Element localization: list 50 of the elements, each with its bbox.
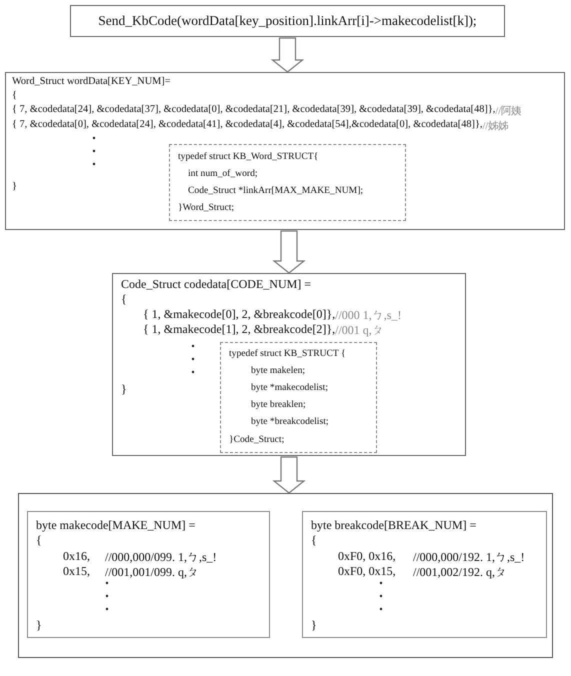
code-line: { 1, &makecode[0], 2, &breakcode[0]},	[143, 307, 336, 323]
code-line: }	[311, 618, 317, 633]
code-line: byte *breakcodelist;	[251, 416, 329, 427]
code-line: {	[311, 533, 317, 548]
code-line: Code_Struct *linkArr[MAX_MAKE_NUM];	[188, 185, 364, 196]
code-comment: //姊姊	[482, 120, 508, 133]
code-line: {	[12, 90, 17, 101]
code-line: }	[12, 181, 17, 192]
code-line: }	[36, 618, 42, 633]
code-line: int num_of_word;	[188, 168, 258, 179]
code-comment: //001 q,ㄆ	[335, 322, 384, 339]
block-arrow	[272, 456, 306, 494]
code-comment: //阿姨	[495, 104, 522, 118]
code-line: 0xF0, 0x16,	[338, 549, 396, 564]
struct-definition-box	[169, 144, 406, 221]
code-line: }	[121, 382, 127, 397]
code-line: 0x16,	[63, 549, 90, 564]
code-box	[27, 511, 270, 638]
struct-definition-box	[220, 342, 377, 453]
box-frame	[18, 493, 553, 658]
code-line: typedef struct KB_STRUCT {	[229, 348, 346, 359]
code-line: typedef struct KB_Word_STRUCT{	[178, 151, 318, 162]
block-arrow	[270, 37, 304, 73]
code-line: }Code_Struct;	[229, 434, 284, 445]
code-line: //000,000/099. 1,ㄅ,s_!	[105, 549, 217, 566]
code-box	[5, 72, 565, 230]
code-line: //001,002/192. q,ㄆ	[413, 564, 508, 581]
code-line: {	[36, 533, 42, 548]
code-line: Code_Struct codedata[CODE_NUM] =	[121, 277, 312, 292]
code-line: byte breaklen;	[251, 399, 306, 410]
code-line: Send_KbCode(wordData[key_position].linkArr[i]->makecodelist[k]);	[98, 13, 477, 29]
code-box	[70, 5, 505, 37]
code-line: }Word_Struct;	[178, 202, 234, 213]
code-box	[112, 273, 466, 456]
code-line: { 7, &codedata[24], &codedata[37], &codedata[0], &codedata[21], &codedata[39], &codedata[39], &codedata[48]},	[12, 104, 496, 117]
code-line: //001,001/099. q,ㄆ	[105, 564, 200, 581]
code-line: 0x15,	[63, 564, 90, 579]
code-comment: //000 1,ㄅ,s_!	[335, 307, 402, 324]
code-line: { 1, &makecode[1], 2, &breakcode[2]},	[143, 322, 336, 338]
code-line: byte makelen;	[251, 365, 306, 376]
code-line: Word_Struct wordData[KEY_NUM]=	[12, 76, 171, 87]
code-line: 0xF0, 0x15,	[338, 564, 396, 579]
code-line: byte makecode[MAKE_NUM] =	[36, 518, 196, 533]
block-arrow	[272, 230, 306, 274]
code-line: byte breakcode[BREAK_NUM] =	[311, 518, 476, 533]
code-box	[302, 511, 547, 638]
code-line: //000,000/192. 1,ㄅ,s_!	[413, 549, 525, 566]
code-line: { 7, &codedata[0], &codedata[24], &codedata[41], &codedata[4], &codedata[54],&codedata[0], &codedata[48]},	[12, 119, 482, 132]
code-line: {	[121, 292, 127, 307]
code-line: byte *makecodelist;	[251, 382, 328, 393]
